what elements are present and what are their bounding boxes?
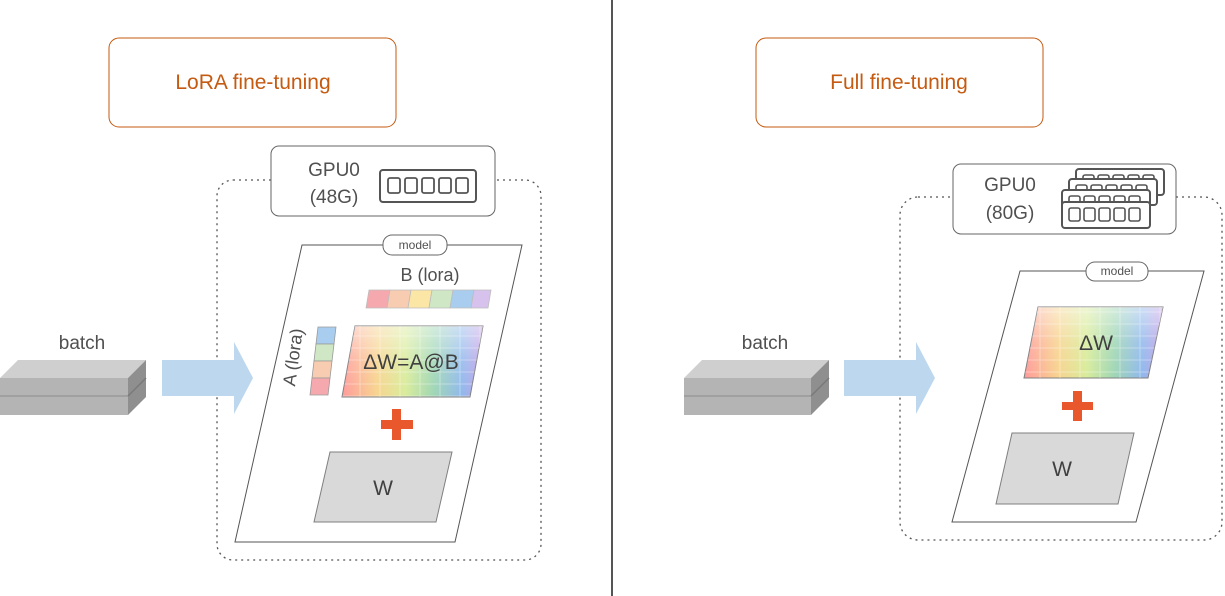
delta-w-matrix [1023,306,1164,379]
stacked-memory-chips-icon [1061,168,1165,229]
right-panel: Full fine-tuning GPU0 (80G) batch [0,0,1223,541]
lora-b-label: B (lora) [400,265,459,285]
plus-symbol: + [0,0,1,1]
weight-matrix [313,451,453,523]
gpu-memory: (48G) [310,187,359,208]
batch-block [684,360,830,415]
left-panel: LoRA fine-tuning GPU0 (48G) batch [0,0,542,561]
delta-w-matrix [341,325,484,398]
gpu-name: GPU0 [308,160,360,181]
batch-label: batch [59,333,105,354]
delta-w-label: ΔW [1079,332,1113,355]
lora-a-vector [309,326,337,396]
lora-title-box [108,37,397,128]
weight-matrix [995,432,1135,505]
model-tag [1085,261,1149,282]
lora-title: LoRA fine-tuning [175,71,330,94]
full-title-box [755,37,1044,128]
plus-icon [381,409,413,440]
gpu-memory: (80G) [986,203,1035,224]
weight-label: W [373,477,393,500]
batch-block [0,360,147,415]
plus-symbol: + [0,0,1,1]
weight-label: W [1052,458,1072,481]
batch-label: batch [742,333,788,354]
lora-b-vector [365,289,492,309]
model-tag-label: model [1101,264,1134,278]
model-tag [382,234,448,256]
input-arrow [162,342,253,414]
plus-icon [1062,391,1093,421]
input-arrow [844,342,935,414]
gpu-name: GPU0 [984,175,1036,196]
delta-w-label: ΔW=A@B [363,351,458,374]
full-title: Full fine-tuning [830,71,968,94]
memory-chip-icon [379,169,477,203]
model-tag-label: model [399,238,432,252]
